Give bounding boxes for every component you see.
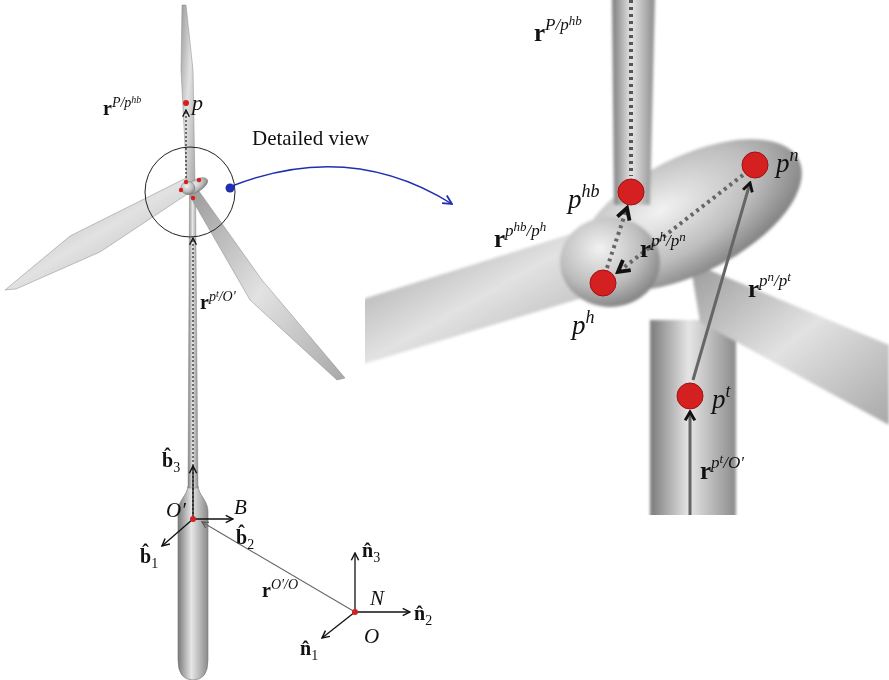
point	[677, 383, 703, 409]
axis-label: n̂3	[362, 540, 380, 560]
callout-arrow	[232, 167, 452, 204]
axis-label: b̂2	[236, 527, 254, 547]
point	[184, 180, 188, 184]
axis-label: n̂1	[300, 638, 318, 658]
frame-label: B	[234, 497, 247, 518]
blade	[190, 187, 345, 380]
axis-label: b̂3	[162, 450, 180, 470]
position-vector	[185, 110, 186, 178]
frame-axis	[354, 553, 355, 612]
hub	[181, 182, 195, 195]
position-vector	[693, 183, 750, 380]
tower	[650, 320, 736, 515]
point	[179, 188, 183, 192]
point-label: p	[192, 92, 203, 114]
vector-label: rP/phb	[103, 98, 141, 118]
frame-axis	[322, 612, 355, 638]
point	[191, 196, 195, 200]
vector-label: rO′/O	[262, 580, 298, 600]
vector-label: rphb/ph	[494, 226, 546, 251]
view-caption: Detailed view	[252, 128, 369, 149]
point	[742, 152, 768, 178]
position-vector	[607, 208, 627, 268]
hub	[560, 217, 660, 307]
vector-label: rph/pn	[640, 236, 686, 261]
blade	[612, 0, 655, 205]
blade	[5, 178, 189, 290]
frame-axis	[162, 519, 193, 546]
point-label: phb	[568, 186, 600, 213]
point	[190, 516, 196, 522]
vector-label: rpt/O′	[700, 458, 744, 483]
position-vector	[202, 522, 355, 612]
point	[590, 270, 616, 296]
point	[183, 100, 189, 106]
point	[352, 609, 358, 615]
axis-label: b̂1	[140, 546, 158, 566]
position-vector	[618, 175, 743, 272]
nacelle	[555, 108, 825, 322]
vector-label: rpt/O′	[200, 292, 236, 312]
point-label: ph	[572, 312, 595, 339]
point-label: pt	[712, 386, 731, 413]
point	[197, 178, 201, 182]
point-label: O′	[166, 500, 186, 521]
axis-label: n̂2	[414, 603, 432, 623]
frame-axis	[192, 466, 193, 519]
point-label: O	[364, 626, 379, 647]
position-vector	[689, 412, 692, 515]
vector-label: rP/phb	[534, 20, 582, 45]
detail-view	[365, 0, 889, 515]
position-vector	[629, 0, 633, 176]
point	[618, 179, 644, 205]
point-label: pn	[776, 150, 799, 177]
frame-axis	[193, 518, 233, 519]
vector-label: rpn/pt	[748, 276, 791, 301]
frame-label: N	[370, 588, 384, 609]
tower	[188, 190, 198, 488]
frame-axis	[355, 611, 410, 612]
zoom-circle	[145, 147, 235, 237]
